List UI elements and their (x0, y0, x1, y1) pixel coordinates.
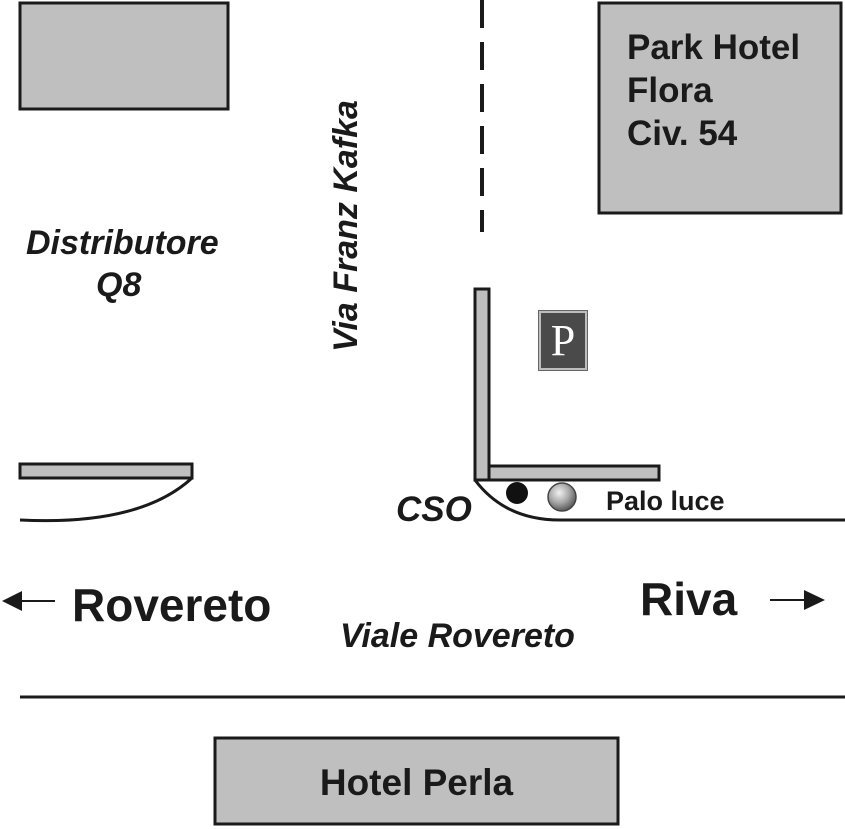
arrow-left-icon (2, 591, 55, 611)
riva-direction-label: Riva (640, 573, 738, 625)
cso-label: CSO (396, 490, 472, 529)
viale-rovereto-label: Viale Rovereto (340, 617, 575, 655)
building-top-left (18, 1, 230, 111)
park-hotel-flora-line-2: Flora (627, 71, 713, 110)
distributore-line-2: Q8 (96, 266, 142, 304)
rovereto-direction-label: Rovereto (72, 579, 272, 631)
curb-horizontal (487, 464, 661, 482)
arrow-right-icon (770, 590, 825, 610)
distributore-line-1: Distributore (26, 224, 219, 262)
hotel-perla-label: Hotel Perla (319, 762, 514, 803)
park-hotel-flora-label: Park Hotel Flora Civ. 54 (627, 26, 800, 155)
curb-left-curve (19, 476, 194, 523)
black-dot-icon (506, 482, 528, 504)
building-hotel-perla (213, 736, 620, 826)
parking-sign-icon: P (538, 310, 588, 371)
curb-left (18, 462, 194, 480)
park-hotel-flora-line-1: Park Hotel (627, 28, 801, 67)
curb-vertical (473, 287, 491, 482)
via-franz-kafka-label: Via Franz Kafka (327, 100, 365, 352)
building-park-hotel-flora (597, 1, 843, 215)
palo-luce-label: Palo luce (606, 486, 725, 516)
road-edge-right (473, 479, 845, 522)
gray-sphere-icon (547, 482, 577, 512)
park-hotel-flora-line-3: Civ. 54 (627, 114, 738, 153)
distributore-q8-label: Distributore Q8 (26, 222, 219, 306)
